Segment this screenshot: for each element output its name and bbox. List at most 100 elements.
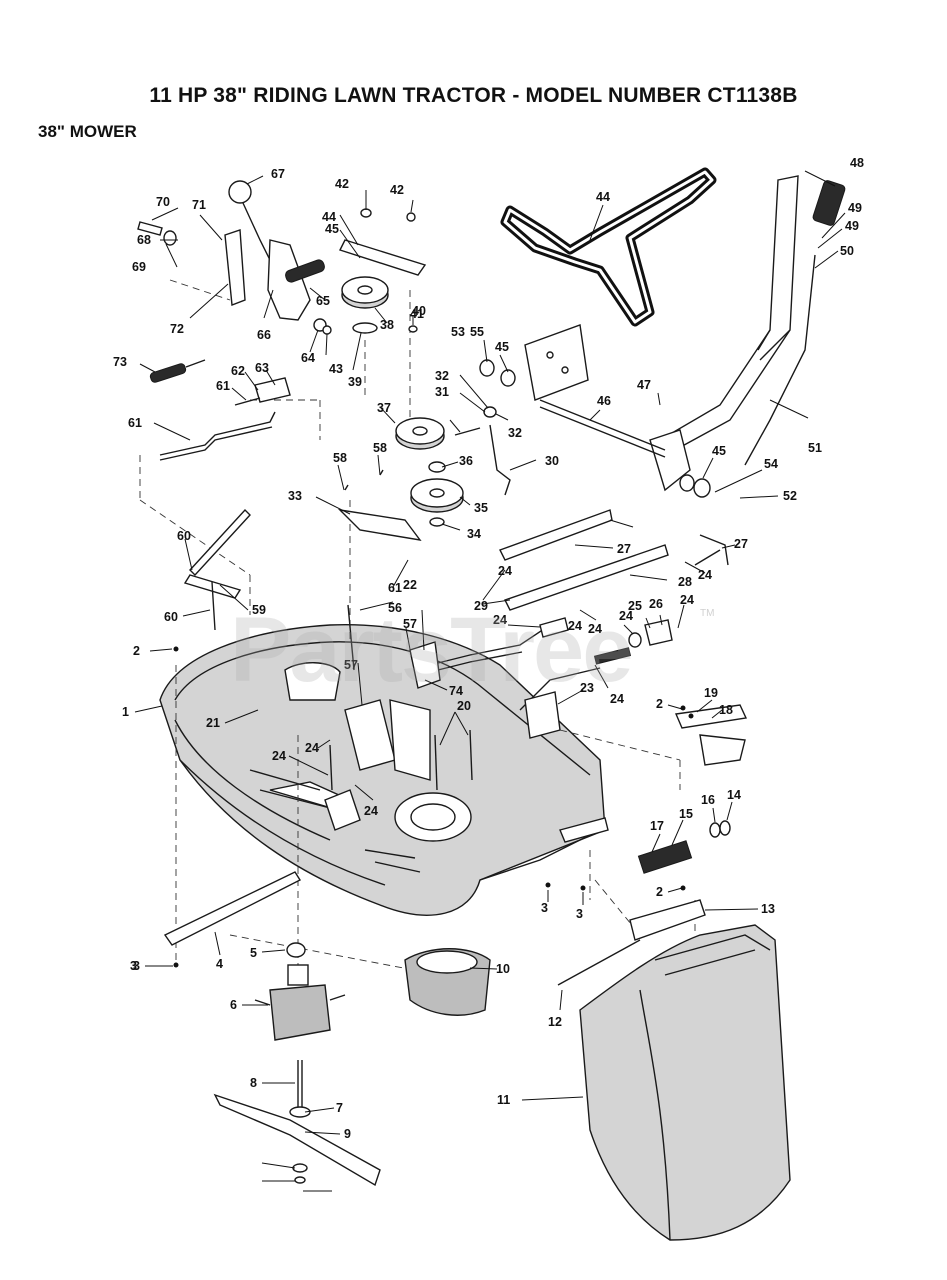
callout-24: 24 [619,609,633,623]
callout-60: 60 [164,610,178,624]
callout-61: 61 [388,581,402,595]
callout-27: 27 [617,542,631,556]
callout-70: 70 [156,195,170,209]
callout-63: 63 [255,361,269,375]
callout-2: 2 [133,644,140,658]
callout-57: 57 [344,658,358,672]
section-subtitle: 38" MOWER [38,122,137,141]
callout-8: 8 [250,1076,257,1090]
callout-37: 37 [377,401,391,415]
callout-32: 32 [508,426,522,440]
callout-73: 73 [113,355,127,369]
callout-6: 6 [230,998,237,1012]
rock-shaft [539,399,711,498]
callout-24: 24 [610,692,624,706]
callout-20: 20 [457,699,471,713]
callout-24: 24 [498,564,512,578]
callout-38: 38 [380,318,394,332]
callout-43: 43 [329,362,343,376]
callout-3: 3 [133,959,140,973]
callout-50: 50 [840,244,854,258]
callout-24: 24 [680,593,694,607]
springs-and-rods [149,359,291,461]
callout-69: 69 [132,260,146,274]
callout-14: 14 [727,788,741,802]
callout-74: 74 [449,684,463,698]
callout-22: 22 [403,578,417,592]
callout-61: 61 [128,416,142,430]
callout-18: 18 [719,703,733,717]
callout-12: 12 [548,1015,562,1029]
callout-46: 46 [597,394,611,408]
callout-24: 24 [364,804,378,818]
callout-72: 72 [170,322,184,336]
callout-2: 2 [656,697,663,711]
mower-deck [159,623,606,916]
callout-11: 11 [497,1093,510,1107]
callout-48: 48 [850,156,864,170]
callout-7: 7 [336,1101,343,1115]
callout-15: 15 [679,807,693,821]
callout-55: 55 [470,325,484,339]
callout-41: 41 [410,307,424,321]
callout-57: 57 [403,617,417,631]
callout-47: 47 [637,378,651,392]
callout-53: 53 [451,325,465,339]
callout-67: 67 [271,167,285,181]
callout-56: 56 [388,601,402,615]
blade-spindle-assembly [163,871,491,1187]
callout-19: 19 [704,686,718,700]
callout-44: 44 [322,210,336,224]
callout-51: 51 [808,441,822,455]
callout-24: 24 [588,622,602,636]
callout-44: 44 [596,190,610,204]
watermark-trademark: TM [700,608,715,619]
callout-35: 35 [474,501,488,515]
callout-60: 60 [177,529,191,543]
callout-64: 64 [301,351,315,365]
lift-handle [649,175,846,492]
callout-3: 3 [130,959,137,973]
discharge-chute [579,924,791,1241]
height-adjust-lever [137,180,332,335]
callout-17: 17 [650,819,664,833]
callout-66: 66 [257,328,271,342]
callout-42: 42 [335,177,349,191]
rear-bracket [183,508,251,631]
callout-54: 54 [764,457,778,471]
callout-leaders [134,170,846,1192]
callout-36: 36 [459,454,473,468]
callout-45: 45 [712,444,726,458]
callout-5: 5 [250,946,257,960]
callout-61: 61 [216,379,230,393]
callout-65: 65 [316,294,330,308]
callout-24: 24 [698,568,712,582]
link-rod [454,406,511,496]
callout-34: 34 [467,527,481,541]
callout-30: 30 [545,454,559,468]
right-hardware [557,704,748,986]
callout-1: 1 [122,705,129,719]
callout-3: 3 [576,907,583,921]
callout-33: 33 [288,489,302,503]
callout-26: 26 [649,597,663,611]
callout-24: 24 [568,619,582,633]
callout-29: 29 [474,599,488,613]
callout-23: 23 [580,681,594,695]
callout-16: 16 [701,793,715,807]
diagram-title: 11 HP 38" RIDING LAWN TRACTOR - MODEL NU… [149,84,798,107]
callout-59: 59 [252,603,266,617]
callout-42: 42 [390,183,404,197]
callout-58: 58 [333,451,347,465]
callout-40: 40 [412,304,426,318]
callout-52: 52 [783,489,797,503]
idler-pulleys [337,208,464,541]
callout-62: 62 [231,364,245,378]
callout-2: 2 [656,885,663,899]
callout-24: 24 [493,613,507,627]
lift-bracket [479,324,589,401]
callout-10: 10 [496,962,510,976]
callout-9: 9 [344,1127,351,1141]
